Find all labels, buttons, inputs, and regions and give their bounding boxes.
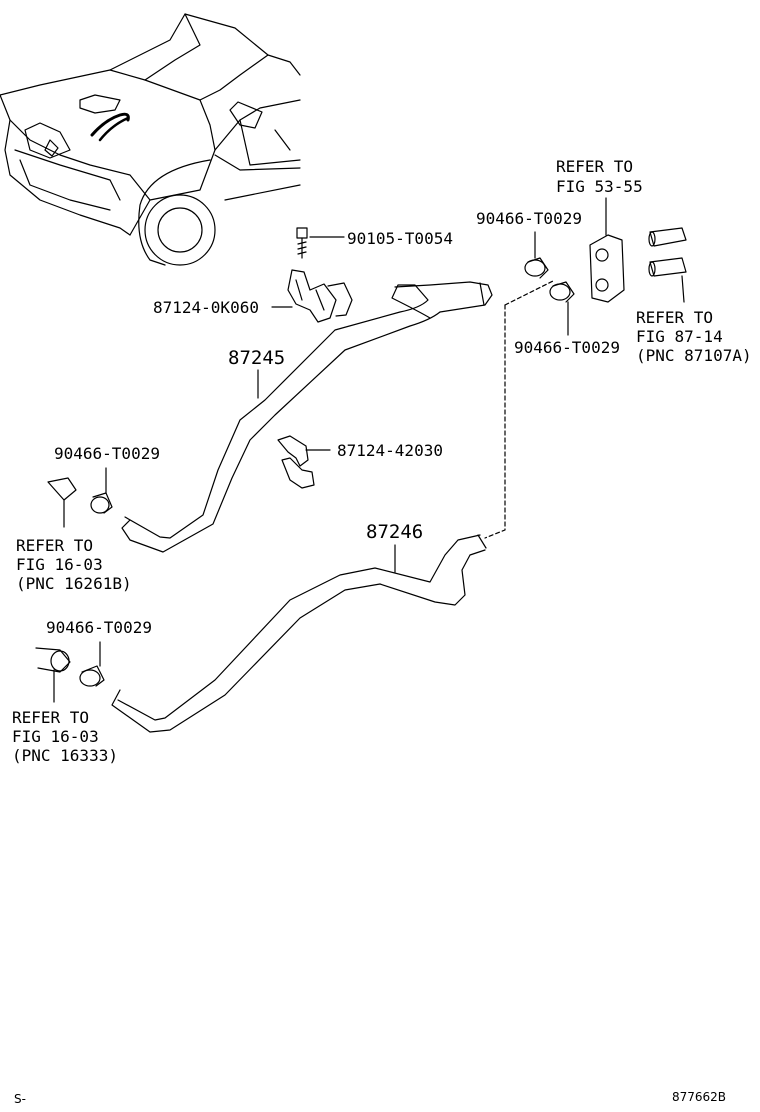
pipe-stubs-87107a[interactable] [648, 227, 687, 303]
label-87124-42030[interactable]: 87124-42030 [337, 441, 443, 460]
refer-fig-16-03-b-line2[interactable]: FIG 16-03 [12, 727, 99, 746]
refer-fig-16-03-a-line1[interactable]: REFER TO [16, 536, 94, 555]
refer-fig-16-03-b-line3[interactable]: (PNC 16333) [12, 746, 118, 765]
pipe-stub-16261b[interactable] [47, 477, 77, 528]
label-87246[interactable]: 87246 [366, 521, 424, 543]
label-90466-t0029-top-right[interactable]: 90466-T0029 [514, 338, 620, 357]
clamp-87124-0k060[interactable] [271, 269, 353, 323]
refer-fig-16-03-a-line3[interactable]: (PNC 16261B) [16, 574, 132, 593]
refer-fig-87-14-line3[interactable]: (PNC 87107A) [636, 346, 752, 365]
label-90105-t0054[interactable]: 90105-T0054 [347, 229, 453, 248]
hose-clamp-90466-t0029-mid-left[interactable] [90, 467, 113, 514]
clamp-87124-42030[interactable] [277, 435, 331, 489]
label-90466-t0029-mid-left[interactable]: 90466-T0029 [54, 444, 160, 463]
hose-clamp-90466-t0029-low-left[interactable] [79, 641, 105, 687]
footer-code-left: S- [14, 1092, 26, 1106]
figure-number: 877662B [672, 1090, 727, 1104]
refer-fig-16-03-b-line1[interactable]: REFER TO [12, 708, 90, 727]
hose-clamp-90466-t0029-top-left[interactable] [524, 231, 549, 279]
refer-fig-53-55-line2[interactable]: FIG 53-55 [556, 177, 643, 196]
bolt-90105-t0054[interactable] [296, 227, 345, 259]
heater-unit-connector[interactable] [589, 197, 625, 303]
hose-87246[interactable] [111, 279, 556, 733]
vehicle-illustration [0, 13, 301, 266]
label-87245[interactable]: 87245 [228, 347, 286, 369]
pipe-stub-16333[interactable] [35, 647, 71, 703]
label-87124-0k060[interactable]: 87124-0K060 [153, 298, 259, 317]
label-90466-t0029-top-left[interactable]: 90466-T0029 [476, 209, 582, 228]
label-90466-t0029-low-left[interactable]: 90466-T0029 [46, 618, 152, 637]
hose-87245[interactable] [121, 281, 493, 553]
hose-clamp-90466-t0029-top-right[interactable] [549, 281, 575, 336]
refer-fig-87-14-line2[interactable]: FIG 87-14 [636, 327, 723, 346]
refer-fig-53-55-line1[interactable]: REFER TO [556, 157, 634, 176]
refer-fig-87-14-line1[interactable]: REFER TO [636, 308, 714, 327]
refer-fig-16-03-a-line2[interactable]: FIG 16-03 [16, 555, 103, 574]
